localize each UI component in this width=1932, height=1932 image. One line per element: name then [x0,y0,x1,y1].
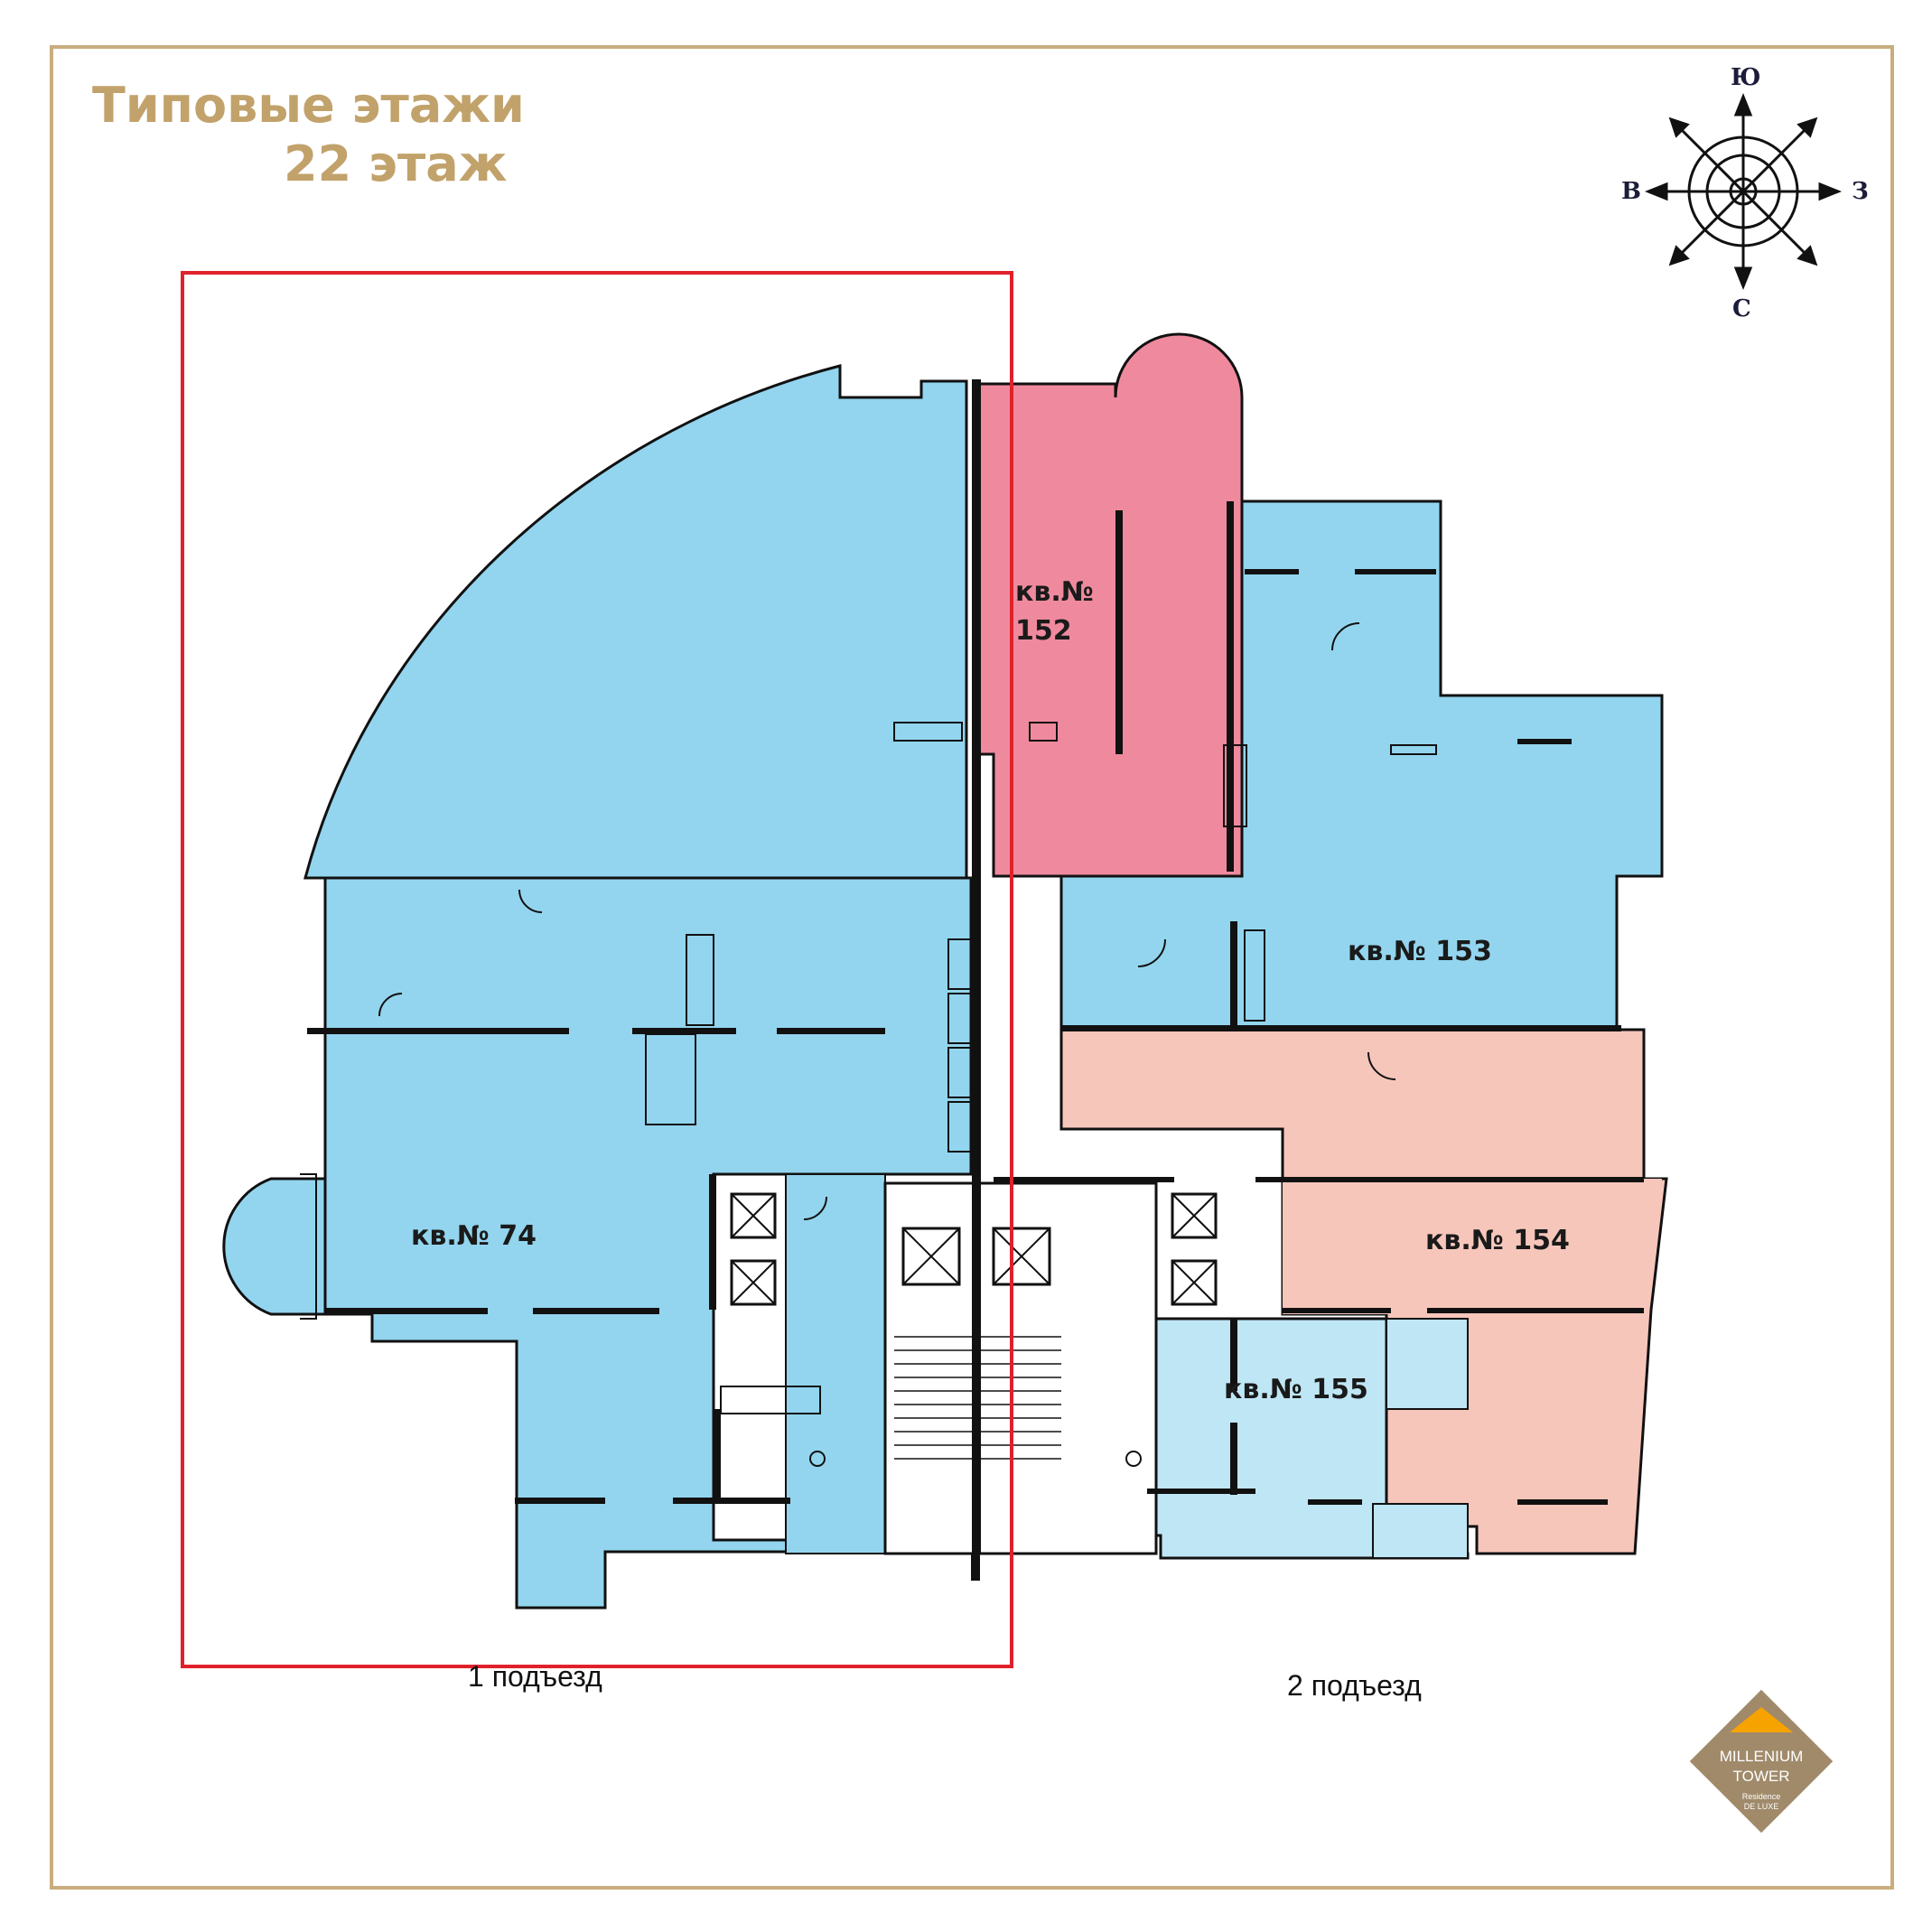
apartment-155-area[interactable] [1145,1317,1470,1560]
apartment-153-area[interactable] [1059,499,1664,1031]
page-title-line1: Типовые этажи [92,77,525,134]
logo-tagline1: Residence [1742,1792,1781,1801]
logo-line2: TOWER [1733,1768,1790,1785]
apartment-74-area[interactable] [222,364,973,1610]
apartment-155-label: кв.№ 155 [1224,1374,1368,1405]
compass-north-letter: С [1732,295,1751,322]
apartment-154-label: кв.№ 154 [1425,1225,1570,1256]
page-title-line2: 22 этаж [284,135,508,192]
entrance-2-label: 2 подъезд [1287,1669,1422,1702]
apartment-74-label: кв.№ 74 [411,1220,537,1252]
logo-roof-icon [1730,1707,1793,1732]
entrance-1-highlight [181,271,1013,1668]
compass-south-letter: Ю [1731,64,1760,91]
compass-rose [1644,92,1843,291]
central-wall [972,379,981,1554]
compass-west-letter: З [1852,178,1869,205]
entrance-1-label: 1 подъезд [468,1660,602,1693]
apartment-152-label-number: 152 [1015,615,1072,647]
building-core [730,379,1218,1555]
interior-walls [307,501,1644,1581]
apartment-152-label-number-sign: кв.№ [1015,576,1094,608]
page-frame [50,45,1894,1890]
millenium-tower-logo: MILLENIUM TOWER Residence DE LUXE [1685,1685,1838,1838]
apartment-153-label: кв.№ 153 [1348,936,1492,967]
logo-diamond [1685,1685,1838,1838]
logo-tagline2: DE LUXE [1744,1802,1779,1811]
apartment-154-area[interactable] [1059,1028,1668,1555]
compass-east-letter: В [1621,178,1641,205]
logo-line1: MILLENIUM [1720,1748,1804,1765]
fixtures [378,622,1437,1467]
